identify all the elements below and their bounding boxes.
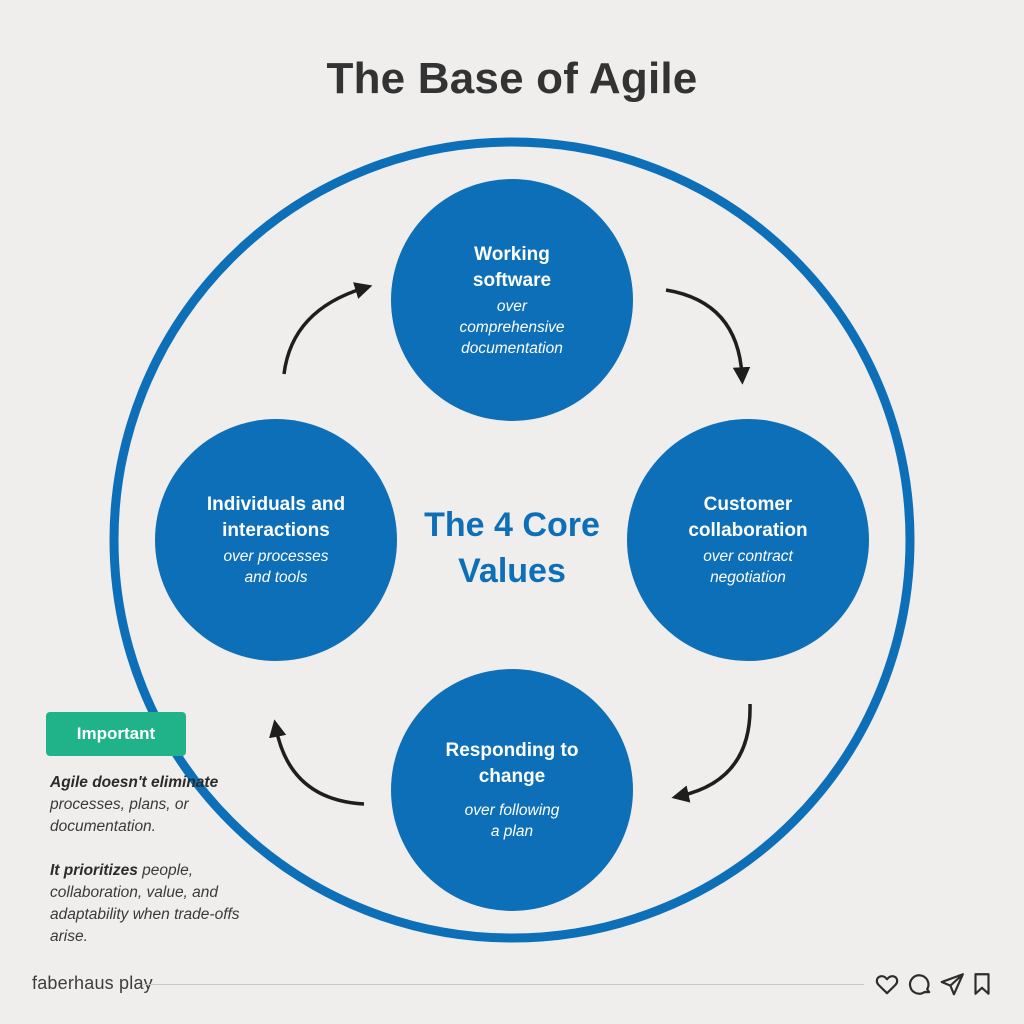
value-subtitle: over following a plan: [464, 802, 560, 840]
value-title: Customer collaboration: [688, 494, 808, 541]
important-note-2: It prioritizes people, collaboration, va…: [50, 860, 270, 948]
value-subtitle: over comprehensive documentation: [459, 297, 565, 357]
page-title: The Base of Agile: [326, 54, 698, 103]
value-title: Working software: [472, 243, 552, 291]
footer-divider: [142, 984, 864, 985]
value-title: Responding to change: [445, 740, 579, 787]
arrow-bottom-right: [671, 703, 752, 803]
value-individuals-and-interactions: Individuals and interactions over proces…: [155, 419, 397, 661]
brand-logo: faberhaus play: [32, 973, 153, 993]
comment-icon[interactable]: [907, 971, 933, 997]
note-emphasis: Agile doesn't eliminate: [50, 774, 219, 791]
value-working-software: Working software over comprehensive docu…: [391, 179, 633, 421]
arrow-bottom-left: [269, 719, 365, 806]
value-responding-to-change: Responding to change over following a pl…: [391, 669, 633, 911]
arrow-top-right: [665, 288, 751, 385]
value-subtitle: over contract negotiation: [703, 548, 793, 586]
note-text: processes, plans, or documentation.: [50, 796, 189, 835]
value-title: Individuals and interactions: [206, 494, 346, 541]
value-subtitle: over processes and tools: [223, 548, 329, 586]
value-customer-collaboration: Customer collaboration over contract neg…: [627, 419, 869, 661]
share-icon[interactable]: [939, 971, 965, 997]
outer-ring: [109, 137, 915, 943]
heart-icon[interactable]: [874, 971, 900, 997]
center-label: The 4 Core Values: [424, 506, 600, 590]
arrow-top-left: [282, 282, 373, 375]
note-emphasis: It prioritizes: [50, 862, 138, 879]
note-text: people, collaboration, value, and adapta…: [50, 862, 240, 945]
important-note-1: Agile doesn't eliminate processes, plans…: [50, 772, 270, 838]
bookmark-icon[interactable]: [969, 971, 995, 997]
important-badge: Important: [46, 712, 186, 756]
